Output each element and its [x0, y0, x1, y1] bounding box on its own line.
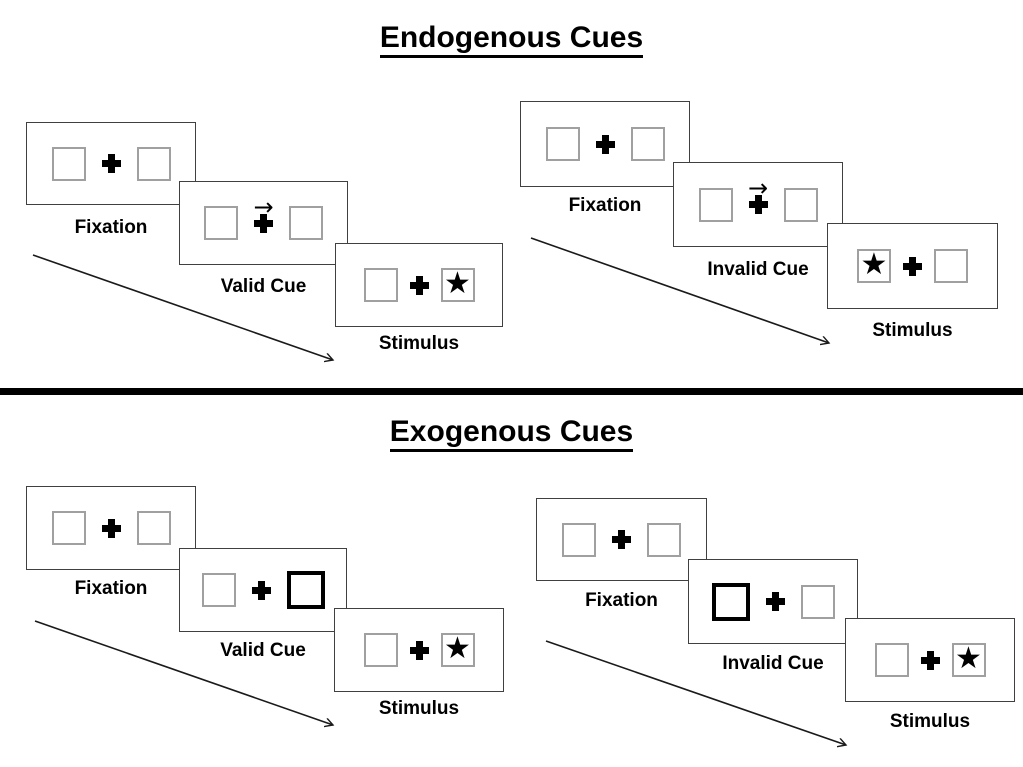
fixation-cross-icon: [254, 213, 273, 233]
panel-label-valid-cue: Valid Cue: [220, 640, 306, 661]
left-box: [51, 511, 86, 545]
left-box: [562, 522, 596, 557]
left-box: [51, 146, 86, 181]
left-box: [363, 633, 398, 667]
flow-arrow-exogenous-valid: [34, 620, 333, 725]
fixation-cross-icon: [101, 154, 121, 173]
fixation-cross-icon: [920, 650, 940, 670]
left-box: [698, 187, 733, 222]
exogenous-section-header: Exogenous Cues: [0, 415, 1023, 452]
flow-arrow-endogenous-invalid: [530, 237, 829, 343]
central-fixation: [920, 650, 940, 670]
left-box: [363, 268, 398, 302]
fixation-cross-icon: [612, 530, 631, 549]
exo-invalid-cue-panel: [688, 559, 858, 644]
panel-label-stimulus: Stimulus: [378, 698, 460, 719]
panel-label-invalid-cue: Invalid Cue: [722, 653, 824, 674]
cue-arrow-icon: →: [747, 174, 769, 202]
exo-valid-cue-panel: [179, 548, 347, 632]
panel-label-stimulus: Stimulus: [889, 711, 971, 732]
endogenous-section-header: Endogenous Cues: [0, 21, 1023, 58]
central-fixation: →: [253, 195, 274, 233]
left-box: [204, 206, 238, 240]
central-fixation: [612, 530, 631, 549]
endo-valid-fixation-panel: [26, 122, 196, 205]
cue-arrow-icon: →: [253, 192, 274, 221]
left-box: [201, 573, 236, 607]
left-box-with-target: ★: [857, 249, 891, 283]
right-box: [136, 146, 171, 181]
central-fixation: →: [748, 176, 768, 214]
flow-arrow-endogenous-valid: [32, 254, 333, 360]
fixation-cross-icon: [765, 592, 785, 611]
fixation-cross-icon: [251, 580, 271, 600]
fixation-cross-icon: [748, 195, 768, 214]
left-box: [545, 127, 580, 161]
central-fixation: [101, 518, 121, 538]
fixation-cross-icon: [595, 134, 615, 154]
exo-valid-fixation-panel: [26, 486, 196, 570]
fixation-cross-icon: [903, 256, 922, 276]
section-divider: [0, 388, 1023, 395]
endo-invalid-cue-panel: →: [673, 162, 843, 247]
fixation-cross-icon: [409, 275, 429, 295]
panel-label-fixation: Fixation: [568, 195, 642, 216]
exo-valid-stimulus-panel: ★: [334, 608, 504, 692]
right-box: [800, 584, 835, 619]
central-fixation: [101, 154, 121, 173]
endo-valid-stimulus-panel: ★: [335, 243, 503, 327]
endo-invalid-fixation-panel: [520, 101, 690, 187]
right-box: [647, 522, 681, 557]
star-icon: ★: [444, 632, 471, 665]
panel-label-fixation: Fixation: [74, 217, 148, 238]
right-box-with-target: ★: [440, 267, 475, 302]
right-box-with-target: ★: [951, 642, 986, 677]
panel-label-fixation: Fixation: [585, 590, 658, 611]
right-box: [934, 249, 968, 283]
left-box-cue-highlight: [711, 582, 750, 621]
central-fixation: [409, 640, 429, 660]
right-box-with-target: ★: [440, 632, 475, 667]
panel-label-stimulus: Stimulus: [378, 333, 460, 354]
panel-label-invalid-cue: Invalid Cue: [707, 259, 809, 280]
exo-invalid-stimulus-panel: ★: [845, 618, 1015, 702]
fixation-cross-icon: [101, 518, 121, 538]
endo-invalid-stimulus-panel: ★: [827, 223, 998, 309]
central-fixation: [251, 580, 271, 600]
star-icon: ★: [955, 642, 982, 675]
panel-label-fixation: Fixation: [74, 578, 148, 599]
star-icon: ★: [444, 267, 471, 300]
right-box: [136, 511, 171, 545]
central-fixation: [409, 275, 429, 295]
right-box: [630, 127, 665, 161]
endogenous-title: Endogenous Cues: [379, 21, 644, 58]
left-box: [874, 643, 909, 677]
fixation-cross-icon: [409, 640, 429, 660]
central-fixation: [903, 256, 922, 276]
endo-valid-cue-panel: →: [179, 181, 348, 265]
panel-label-stimulus: Stimulus: [872, 320, 953, 341]
panel-label-valid-cue: Valid Cue: [220, 276, 307, 297]
central-fixation: [765, 592, 785, 611]
right-box: [289, 206, 323, 240]
right-box: [783, 187, 818, 222]
central-fixation: [595, 134, 615, 154]
exogenous-title: Exogenous Cues: [389, 415, 634, 452]
exo-invalid-fixation-panel: [536, 498, 707, 581]
star-icon: ★: [860, 248, 888, 281]
right-box-cue-highlight: [286, 571, 325, 609]
